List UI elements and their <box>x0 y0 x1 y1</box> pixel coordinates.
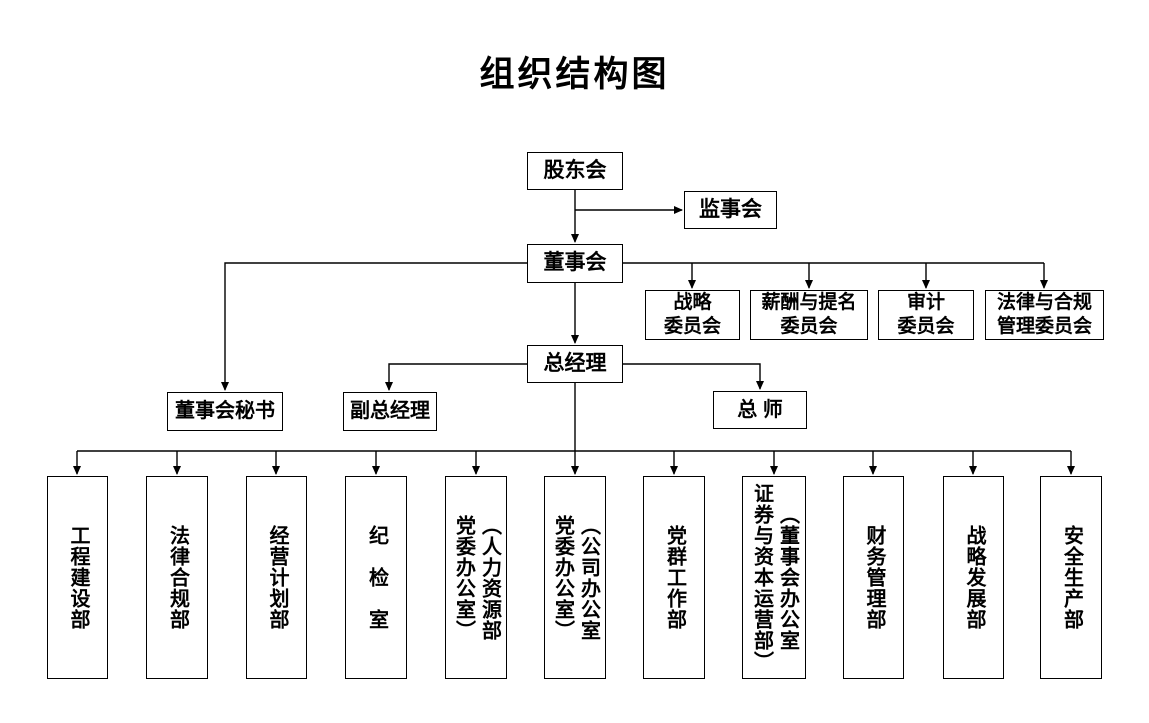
dept-label-column: 经营计划部 <box>266 525 288 630</box>
node-deputy-general-manager: 副总经理 <box>343 392 437 431</box>
node-board-of-directors: 董事会 <box>527 244 623 283</box>
committee-label-line: 委员会 <box>663 316 721 337</box>
node-committee-strategy: 战略 委员会 <box>645 290 740 340</box>
node-dept-safety-production: 安全生产部 <box>1040 476 1102 679</box>
dept-label-column: 法律合规部 <box>166 525 189 630</box>
committee-label-line: 审计 <box>906 292 945 314</box>
node-dept-business-planning: 经营计划部 <box>246 476 307 679</box>
committee-label-line: 管理委员会 <box>996 316 1092 337</box>
node-dept-strategic-development: 战略发展部 <box>943 476 1004 679</box>
node-supervisory-board: 监事会 <box>684 191 777 229</box>
dept-label-column: 战略发展部 <box>963 525 985 630</box>
dept-label-column: （公司办公室 <box>577 514 600 641</box>
dept-label-column: 党群工作部 <box>663 525 686 630</box>
committee-label-line: 委员会 <box>897 316 955 337</box>
node-shareholders: 股东会 <box>527 152 623 190</box>
node-dept-party-mass-work: 党群工作部 <box>643 476 705 679</box>
node-dept-party-office-hr: （人力资源部 党委办公室） <box>445 476 507 679</box>
node-committee-audit: 审计 委员会 <box>878 290 974 340</box>
node-dept-legal-compliance: 法律合规部 <box>146 476 208 679</box>
dept-label-column: 工程建设部 <box>67 525 89 630</box>
node-dept-engineering-construction: 工程建设部 <box>47 476 108 679</box>
dept-label-column: （人力资源部 <box>478 514 501 641</box>
node-committee-remuneration-nomination: 薪酬与提名 委员会 <box>750 290 868 340</box>
dept-label-column: 党委办公室） <box>452 514 475 641</box>
node-board-secretary: 董事会秘书 <box>167 392 283 431</box>
dept-label-column: 纪 检 室 <box>365 525 388 630</box>
node-dept-financial-management: 财务管理部 <box>843 476 904 679</box>
node-committee-legal-compliance: 法律与合规 管理委员会 <box>985 290 1104 340</box>
dept-label-column: （董事会办公室 <box>776 504 799 651</box>
node-dept-party-office-company: （公司办公室 党委办公室） <box>544 476 606 679</box>
dept-label-column: 安全生产部 <box>1060 525 1083 630</box>
committee-label-line: 薪酬与提名 <box>761 292 857 314</box>
node-dept-discipline-inspection: 纪 检 室 <box>345 476 407 679</box>
node-chief-engineer: 总 师 <box>713 391 807 429</box>
chart-title: 组织结构图 <box>479 55 670 94</box>
committee-label-line: 战略 <box>673 292 712 314</box>
node-dept-securities-capital-operations: （董事会办公室 证券与资本运营部） <box>742 476 806 679</box>
committee-label-line: 法律与合规 <box>996 292 1092 314</box>
dept-label-column: 财务管理部 <box>863 525 885 630</box>
committee-label-line: 委员会 <box>780 316 838 337</box>
node-general-manager: 总经理 <box>527 345 623 383</box>
dept-label-column: 证券与资本运营部） <box>750 483 773 672</box>
dept-label-column: 党委办公室） <box>551 514 574 641</box>
